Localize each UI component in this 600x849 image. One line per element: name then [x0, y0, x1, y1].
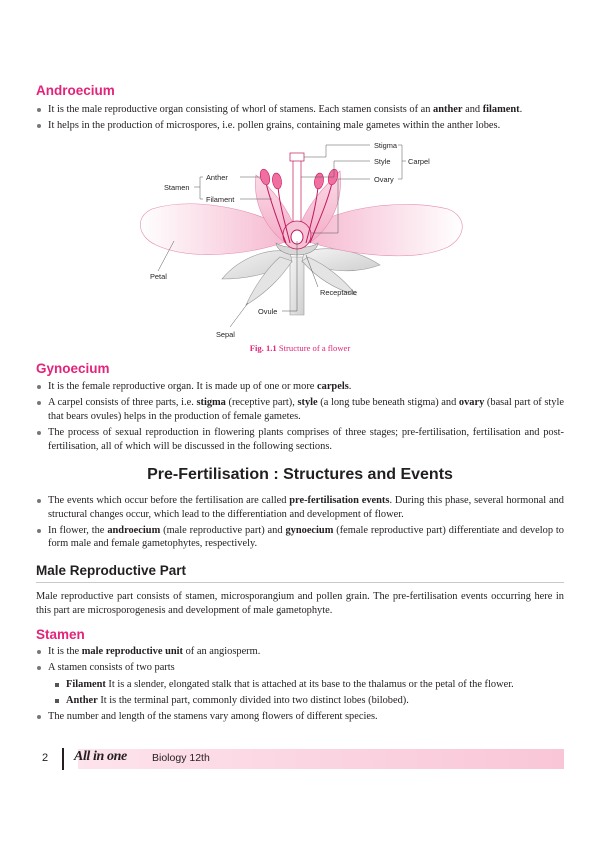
style-shape [292, 158, 302, 230]
gynoecium-list: It is the female reproductive organ. It … [36, 380, 564, 456]
label-style: Style [374, 157, 390, 166]
anther-1-shape [259, 168, 271, 186]
anther-2-shape [272, 172, 282, 190]
label-ovule: Ovule [258, 307, 277, 316]
androecium-list: It is the male reproductive organ consis… [36, 103, 564, 135]
list-item: It helps in the production of microspore… [36, 119, 564, 133]
leader-ovary [311, 178, 370, 234]
list-item: A stamen consists of two parts [36, 661, 564, 675]
page-number: 2 [42, 752, 49, 764]
heading-androecium: Androecium [36, 83, 115, 98]
label-stamen: Stamen [164, 183, 189, 192]
list-item: Anther It is the terminal part, commonly… [54, 694, 564, 708]
label-ovary: Ovary [374, 175, 394, 184]
anther-3-shape [314, 172, 324, 190]
filament-2-shape [277, 186, 291, 244]
footer-divider [62, 748, 64, 770]
stamen-list-cont: The number and length of the stamens var… [36, 710, 564, 726]
label-receptacle: Receptacle [320, 288, 357, 297]
list-item: A carpel consists of three parts, i.e. s… [36, 396, 564, 423]
book-title: Biology 12th [152, 752, 210, 764]
list-item: Filament It is a slender, elongated stal… [54, 678, 564, 692]
stigma-shape [289, 152, 305, 162]
page-footer: 2 All in one Biology 12th [36, 746, 564, 770]
label-petal: Petal [150, 272, 167, 281]
leader-carpel-bracket [398, 144, 406, 180]
pre-fertilisation-list: The events which occur before the fertil… [36, 494, 564, 554]
petal-left-shape [140, 203, 289, 255]
heading-gynoecium: Gynoecium [36, 361, 110, 376]
male-reproductive-paragraph: Male reproductive part consists of stame… [36, 591, 564, 616]
heading-stamen: Stamen [36, 627, 85, 642]
list-item: The process of sexual reproduction in fl… [36, 426, 564, 453]
flower-diagram: Stigma Style Carpel Ovary Anther Stamen … [140, 141, 463, 339]
label-sepal: Sepal [216, 330, 235, 339]
sepal-front-right-shape [301, 256, 357, 296]
heading-male-reproductive-part: Male Reproductive Part [36, 563, 187, 578]
list-item: The events which occur before the fertil… [36, 494, 564, 521]
label-stigma: Stigma [374, 141, 398, 150]
flower-structure-figure: Stigma Style Carpel Ovary Anther Stamen … [130, 137, 470, 355]
label-filament: Filament [206, 195, 234, 204]
label-carpel: Carpel [408, 157, 430, 166]
list-item: It is the male reproductive organ consis… [36, 103, 564, 117]
list-item: It is the female reproductive organ. It … [36, 380, 564, 394]
label-anther: Anther [206, 173, 228, 182]
leader-stamen-bracket [194, 176, 203, 200]
leader-style [301, 160, 370, 178]
leader-receptacle [305, 254, 319, 288]
leader-stigma [304, 144, 370, 158]
leader-sepal [229, 302, 249, 328]
heading-underline [36, 582, 564, 583]
stamen-list: It is the male reproductive unit of an a… [36, 645, 564, 677]
petal-right-shape [305, 204, 463, 257]
filament-3-shape [305, 186, 319, 244]
heading-pre-fertilisation: Pre-Fertilisation : Structures and Event… [147, 466, 453, 483]
filament-4-shape [309, 182, 333, 244]
footer-band [78, 749, 564, 769]
list-item: The number and length of the stamens var… [36, 710, 564, 724]
list-item: It is the male reproductive unit of an a… [36, 645, 564, 659]
leader-ovule [282, 241, 298, 312]
figure-caption: Fig. 1.1 Structure of a flower [249, 343, 351, 353]
stamen-sublist: Filament It is a slender, elongated stal… [54, 678, 564, 710]
list-item: In flower, the androecium (male reproduc… [36, 524, 564, 551]
filament-1-shape [265, 182, 287, 244]
all-in-one-logo: All in one [74, 749, 127, 764]
leader-petal [157, 240, 175, 272]
sepal-front-shape [245, 256, 293, 306]
